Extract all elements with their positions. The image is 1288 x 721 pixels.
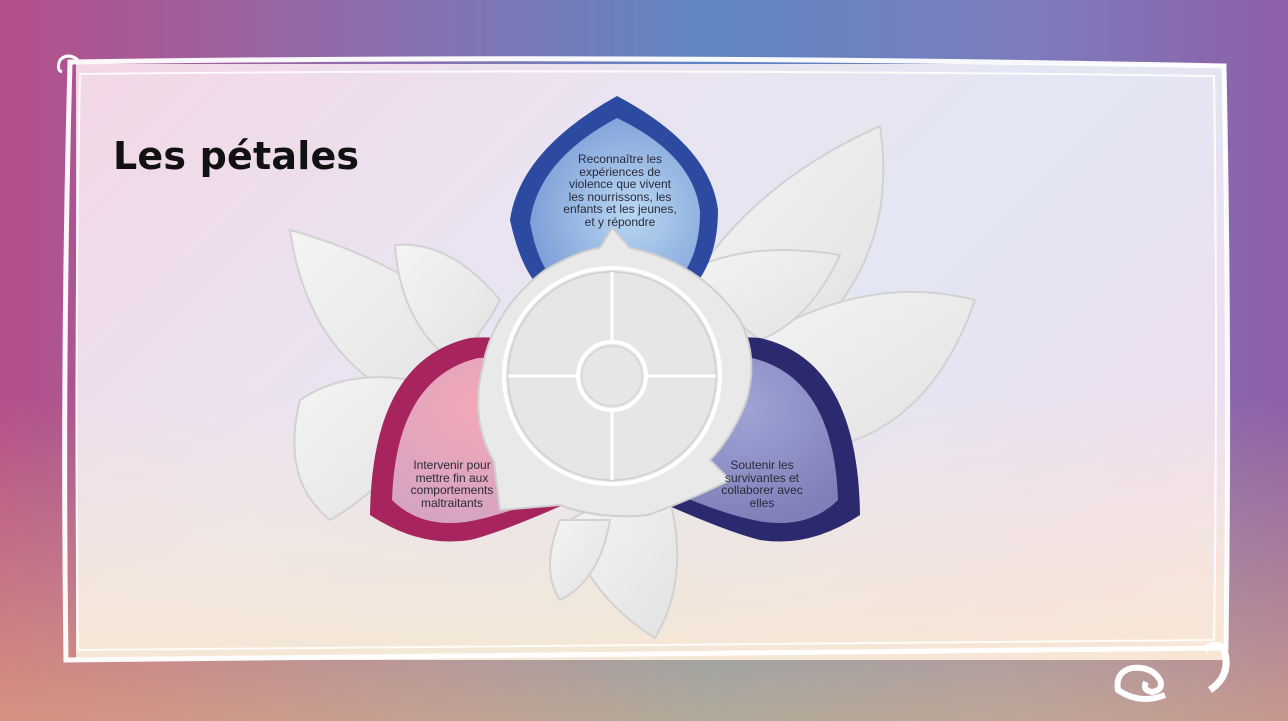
- center-hub: [477, 226, 753, 518]
- petal-top-label: Reconnaître les expériences de violence …: [563, 152, 677, 229]
- petal-right-label: Soutenir les survivantes et collaborer a…: [721, 458, 803, 510]
- petal-top-blue: [510, 96, 718, 300]
- grey-petal-bottom-left: [549, 519, 612, 602]
- petal-left-label: Intervenir pour mettre fin aux comportem…: [410, 458, 494, 510]
- slide-title: Les pétales: [113, 134, 360, 179]
